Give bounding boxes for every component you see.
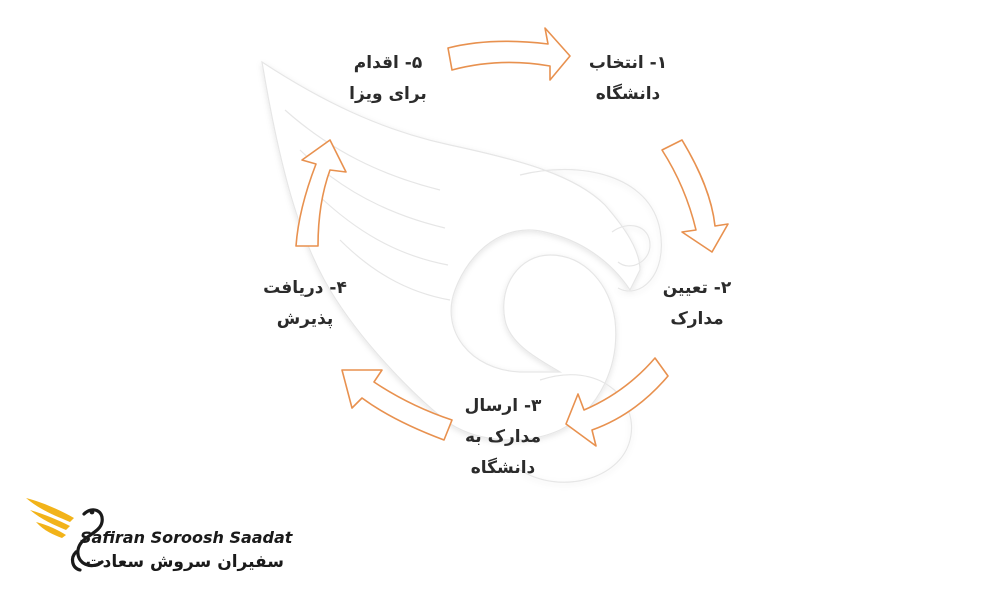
arrow-4-to-5 [295,139,347,247]
step-5-visa-application: ۵- اقدام برای ویزا [328,48,448,110]
arrow-1-to-2 [661,139,729,253]
arrow-2-to-3 [565,357,669,447]
step-3-title: ۳- ارسال [464,396,542,416]
step-2-subtitle: مدارک [670,309,724,329]
step-1-choose-university: ۱- انتخاب دانشگاه [568,48,688,110]
step-4-receive-admission: ۴- دریافت پذیرش [240,273,370,335]
brand-name-persian: سفیران سروش سعادت [85,552,284,572]
swan-wing-watermark [261,60,662,483]
step-3-subtitle-2: دانشگاه [470,458,536,478]
step-5-subtitle: برای ویزا [349,84,427,104]
step-4-subtitle: پذیرش [276,309,334,329]
brand-name-english: Safiran Soroosh Saadat [80,528,293,547]
step-2-determine-documents: ۲- تعیین مدارک [638,273,756,335]
step-2-title: ۲- تعیین [662,278,732,298]
step-3-send-documents: ۳- ارسال مدارک به دانشگاه [448,391,558,484]
step-1-title: ۱- انتخاب [588,53,668,73]
arrow-3-to-4 [341,369,453,441]
step-5-title: ۵- اقدام [353,53,423,73]
arrow-5-to-1 [447,27,571,81]
swan-logo-icon [26,498,104,572]
step-4-title: ۴- دریافت [263,278,347,298]
step-3-subtitle: مدارک به [465,427,541,447]
step-1-subtitle: دانشگاه [595,84,661,104]
